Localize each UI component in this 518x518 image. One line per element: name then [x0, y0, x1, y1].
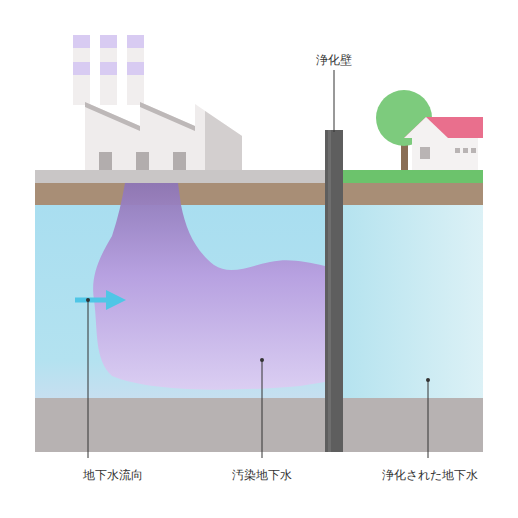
- chimney-stripe: [100, 62, 117, 75]
- purified-water-label: 浄化された地下水: [382, 468, 478, 482]
- wall-label: 浄化壁: [316, 53, 352, 67]
- house-roof: [404, 117, 483, 138]
- contaminated-water-label: 汚染地下水: [232, 468, 292, 482]
- factory-roof-edge: [85, 102, 195, 131]
- chimney-stripe: [100, 35, 117, 48]
- purification-wall: [325, 130, 343, 452]
- chimney-stripe: [127, 35, 144, 48]
- house-window: [420, 147, 430, 159]
- contaminant-plume: [93, 183, 325, 390]
- flow-arrow-shaft: [75, 298, 110, 303]
- chimney: [73, 35, 90, 105]
- chimney: [100, 35, 117, 105]
- house-gable: [404, 117, 448, 138]
- leader-line: [262, 360, 263, 458]
- house-window: [471, 148, 476, 153]
- leader-dot: [86, 298, 90, 302]
- flow-arrow-head: [106, 290, 126, 310]
- leader-dot: [426, 378, 430, 382]
- chimney: [127, 35, 144, 105]
- house-window: [455, 148, 460, 153]
- wall-highlight: [328, 130, 331, 452]
- chimney-stripe: [73, 62, 90, 75]
- factory-side: [205, 111, 242, 170]
- leader-line: [334, 70, 335, 132]
- factory-window: [99, 152, 112, 170]
- factory-window: [136, 152, 149, 170]
- bedrock-layer: [35, 398, 483, 452]
- factory-building: [85, 102, 242, 170]
- chimneys: [73, 35, 144, 105]
- chimney-stripe: [73, 35, 90, 48]
- house-window: [463, 148, 468, 153]
- leader-dot: [260, 358, 264, 362]
- paved-surface: [35, 170, 325, 183]
- leader-line: [88, 300, 89, 458]
- leader-line: [428, 380, 429, 458]
- chimney-stripe: [127, 62, 144, 75]
- flow-direction-label: 地下水流向: [83, 468, 143, 482]
- house-body: [412, 135, 478, 170]
- factory-window: [173, 152, 186, 170]
- grass-surface: [343, 170, 483, 183]
- clean-groundwater-layer: [343, 205, 483, 398]
- soil-layer: [35, 183, 483, 205]
